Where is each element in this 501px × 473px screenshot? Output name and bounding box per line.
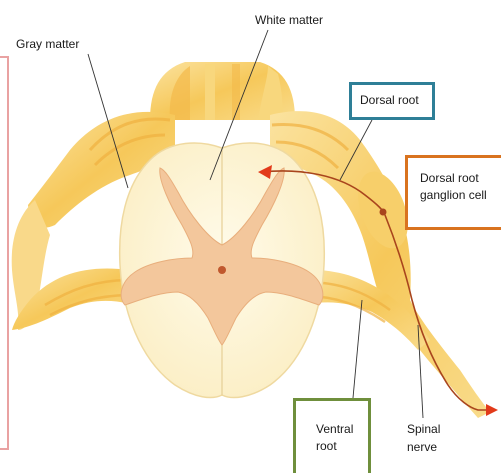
- spinal-nerve-line2: nerve: [407, 440, 437, 454]
- ventral-root-line2: root: [316, 438, 368, 455]
- ventral-root-label-box: Ventral root: [293, 398, 371, 473]
- gray-matter-label: Gray matter: [16, 36, 79, 52]
- nerve-end-arrow: [486, 404, 498, 416]
- dorsal-column-ridges: [150, 62, 295, 120]
- ganglion-label-line1: Dorsal root: [420, 170, 501, 187]
- ganglion-cell-body: [380, 209, 387, 216]
- central-canal: [218, 266, 226, 274]
- spinal-nerve-label: Spinal nerve: [407, 420, 440, 456]
- left-frame: [0, 57, 8, 449]
- white-matter-label: White matter: [255, 12, 323, 28]
- dorsal-root-label: Dorsal root: [360, 92, 432, 109]
- ganglion-label-line2: ganglion cell: [420, 187, 501, 204]
- ventral-root-line1: Ventral: [316, 421, 368, 438]
- spinal-nerve-line1: Spinal: [407, 422, 440, 436]
- ganglion-cell-label-box: Dorsal root ganglion cell: [405, 155, 501, 230]
- dorsal-root-label-box: Dorsal root: [349, 82, 435, 120]
